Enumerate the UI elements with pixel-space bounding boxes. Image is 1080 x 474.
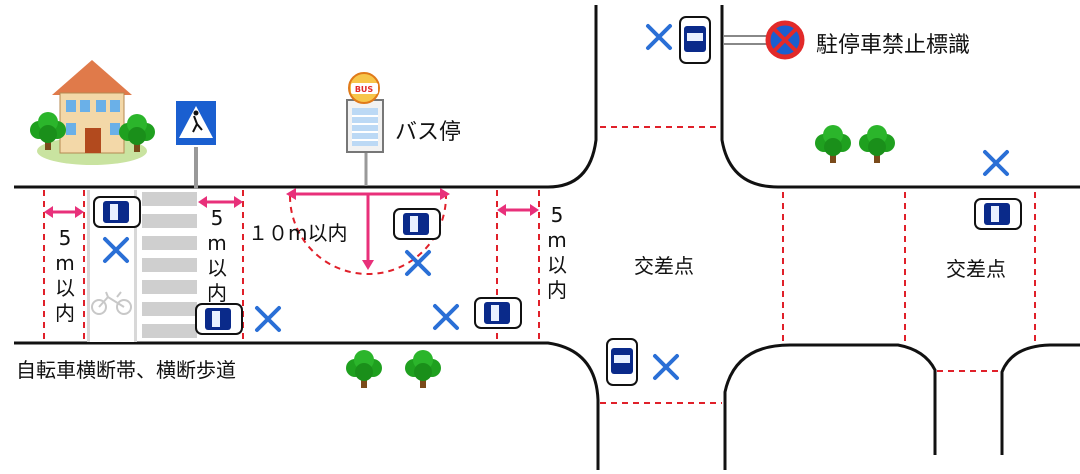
road-lines: [14, 5, 1080, 470]
no-parking-x-icon: [653, 354, 679, 380]
dist-5m-mid-char: 5: [211, 206, 224, 230]
intersection-label: 交差点: [634, 254, 694, 278]
dist-5m-right-char: 内: [547, 278, 567, 302]
dist-5m-right-char: 以: [547, 253, 567, 277]
bus-stop-label: バス停: [395, 120, 461, 145]
crossing-caption: 自転車横断帯、横断歩道: [16, 358, 236, 382]
distance-label-10m: １０m以内: [248, 221, 347, 245]
bottom-road-edge-right: [1000, 343, 1080, 455]
measurement-arrows: [44, 188, 539, 270]
distance-label-5m-left: 5 m 以 内: [55, 226, 75, 325]
bottom-road-edge-mid: [723, 343, 937, 470]
dist-5m-mid-char: m: [207, 231, 226, 255]
tree-icon: [859, 125, 895, 163]
dist-5m-right-char: 5: [551, 203, 564, 227]
no-parking-sign-icon: [724, 20, 805, 60]
car-icon: [195, 303, 243, 335]
no-parking-x-icon: [433, 304, 459, 330]
house-icon: [30, 60, 155, 165]
pedestrian-crosswalk: [142, 192, 197, 338]
no-parking-sign-label: 駐停車禁止標識: [816, 33, 970, 58]
car-icon: [679, 16, 711, 64]
dist-5m-right-char: m: [547, 228, 566, 252]
no-parking-x-icon: [646, 24, 672, 50]
dist-5m-left-char: 内: [55, 301, 75, 325]
dist-5m-left-char: 5: [59, 226, 72, 250]
top-road-edge-right: [720, 5, 1080, 189]
bus-sign-label: BUS: [355, 85, 374, 94]
tree-icon: [815, 125, 851, 163]
car-icon: [393, 208, 441, 240]
dist-5m-mid-char: 内: [207, 281, 227, 305]
dist-5m-left-char: m: [55, 251, 74, 275]
top-road-edge-left: [14, 5, 598, 189]
tree-icon: [405, 350, 441, 388]
dist-5m-left-char: 以: [55, 276, 75, 300]
car-icon: [474, 297, 522, 329]
tree-icon: [346, 350, 382, 388]
car-icon: [606, 338, 638, 386]
bottom-road-edge-left: [14, 341, 600, 470]
bus-stop-icon: BUS: [346, 72, 384, 186]
distance-label-5m-right: 5 m 以 内: [547, 203, 567, 302]
dashed-zone-lines: [43, 126, 1036, 404]
car-icon: [974, 198, 1022, 230]
dist-5m-mid-char: 以: [207, 256, 227, 280]
no-parking-x-icon: [983, 150, 1009, 176]
no-parking-x-icon: [255, 306, 281, 332]
car-icon: [93, 196, 141, 228]
intersection-label: 交差点: [946, 257, 1006, 281]
bicycle-icon: [91, 291, 132, 315]
pedestrian-crossing-sign-icon: [174, 99, 218, 189]
distance-label-5m-mid: 5 m 以 内: [207, 206, 227, 305]
